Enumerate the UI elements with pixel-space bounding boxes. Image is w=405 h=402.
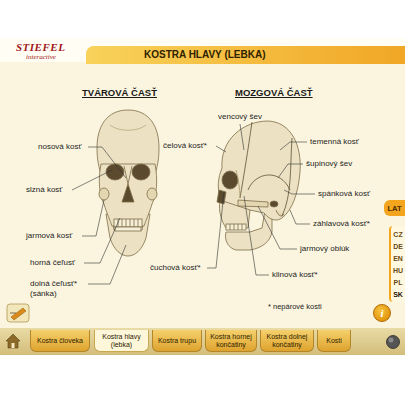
logo-subtext: interactive: [26, 53, 56, 61]
language-tab: LAT: [384, 200, 405, 216]
front-skull-part: [124, 166, 132, 184]
part-label: nosová kosť: [38, 142, 81, 152]
part-label: čuchová kosť*: [150, 263, 201, 273]
language-list: CZDEENHUPLSK: [389, 226, 405, 302]
front-skull-part: [110, 125, 146, 130]
leader-line-part: [240, 124, 244, 150]
node-text: Kostra hornej končatiny: [208, 333, 254, 349]
leader-line-part: [284, 190, 315, 194]
side-skull-part: [238, 200, 268, 207]
part-label: jarmový oblúk: [300, 244, 349, 254]
info-button: i: [373, 304, 391, 322]
leader-line-part: [280, 142, 307, 150]
leader-line-part: [216, 146, 226, 152]
front-skull-part: [114, 219, 142, 227]
leader-line-part: [258, 206, 297, 249]
side-skull-part: [236, 170, 240, 198]
part-label: slzná kosť: [26, 185, 62, 195]
part-label: jarmová kosť: [26, 231, 72, 241]
leader-line-part: [290, 210, 310, 224]
nav-tab: Kostra dolnej končatiny: [260, 330, 314, 352]
nav-tab: Kosti: [317, 330, 351, 352]
side-skull-part: [222, 171, 238, 189]
abc-icon: [7, 304, 29, 322]
node-text: SK: [393, 289, 403, 300]
leader-line-part: [88, 147, 126, 178]
nav-tab-selected: Kostra hlavy (lebka): [94, 330, 149, 352]
home-icon-part: [12, 343, 15, 348]
front-skull-part: [99, 164, 156, 226]
leader-line-part: [88, 245, 126, 284]
part-label: klinová kosť*: [272, 270, 318, 280]
home-icon-part: [6, 334, 20, 348]
side-skull-part: [226, 224, 246, 230]
part-label: záhlavová kosť*: [313, 219, 370, 229]
nav-tab: Kostra hornej končatiny: [205, 330, 257, 352]
side-skull-part: [282, 138, 292, 216]
front-skull-part: [99, 188, 109, 200]
abc-icon-part: [7, 304, 29, 322]
exit-button-part: [389, 338, 394, 343]
part-label: šupinový šev: [306, 159, 352, 169]
title-text: KOSTRA HLAVY (LEBKA): [144, 49, 265, 61]
part-label: horná čeľusť: [30, 258, 75, 268]
front-skull-part: [115, 227, 141, 231]
node-text: LAT: [387, 204, 401, 213]
nav-tab: Kostra trupu: [152, 330, 202, 352]
section-heading: TVÁROVÁ ČASŤ: [82, 87, 157, 98]
front-skull-part: [147, 188, 157, 200]
section-heading: MOZGOVÁ ČASŤ: [235, 87, 313, 98]
front-skull-part: [122, 184, 134, 202]
leader-line-part: [84, 218, 120, 263]
leader-line-part: [207, 192, 224, 268]
title-banner: KOSTRA HLAVY (LEBKA): [86, 46, 405, 64]
leader-line-part: [82, 200, 104, 236]
leader-line: [72, 124, 315, 284]
leader-line-part: [278, 164, 303, 178]
front-skull-part: [132, 164, 150, 180]
leader-line-part: [244, 196, 269, 275]
node-text: PL: [394, 277, 403, 288]
node-text: Kostra človeka: [37, 337, 83, 345]
node-text: DE: [393, 241, 403, 252]
side-skull-part: [240, 122, 252, 198]
exit-button-part: [387, 336, 400, 349]
part-label: vencový šev: [218, 112, 262, 122]
part-label: čelová kosť*: [163, 141, 207, 151]
node-text: Kostra trupu: [158, 337, 196, 345]
node-text: CZ: [393, 229, 402, 240]
part-label: spánková kosť: [318, 189, 370, 199]
front-skull: [97, 110, 159, 256]
node-text: Kostra dolnej končatiny: [263, 333, 311, 349]
side-skull-part: [270, 201, 278, 207]
part-label: dolná čeľusť* (sánka): [30, 279, 88, 299]
footnote: * nepárové kosti: [268, 302, 322, 312]
front-skull-part: [118, 219, 138, 227]
abc-icon-part: [11, 308, 26, 320]
side-skull-part: [230, 224, 242, 230]
node-text: EN: [393, 253, 403, 264]
node-text: HU: [393, 265, 403, 276]
abc-icon-part: [10, 313, 16, 314]
exit-button: [387, 336, 400, 349]
node-text: Kosti: [326, 337, 342, 345]
nav-tab: Kostra človeka: [30, 330, 90, 352]
side-skull-part: [217, 190, 226, 204]
node-text: i: [380, 307, 383, 319]
part-label: temenná kosť: [310, 137, 359, 147]
side-skull-part: [248, 175, 290, 190]
node-text: Kostra hlavy (lebka): [97, 333, 146, 349]
leader-line-part: [72, 170, 112, 190]
side-skull: [217, 121, 300, 250]
home-icon: [6, 334, 20, 348]
logo-text: STIEFEL: [16, 41, 65, 53]
